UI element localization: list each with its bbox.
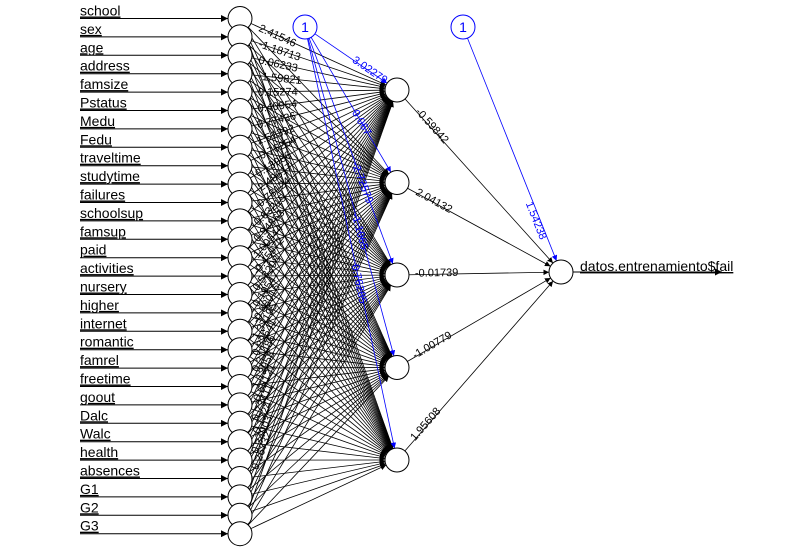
input-label: higher xyxy=(80,297,119,313)
input-label: age xyxy=(80,39,104,55)
input-label: address xyxy=(80,58,130,74)
output-bias-weight-label: 1.54238 xyxy=(523,200,549,241)
input-label: health xyxy=(80,444,118,460)
hidden-node xyxy=(385,171,409,195)
bias-weight-label: 3.02279 xyxy=(350,54,390,86)
input-label: Walc xyxy=(80,426,111,442)
input-label: absences xyxy=(80,463,140,479)
input-node xyxy=(228,522,252,546)
edge-input-hidden xyxy=(240,465,386,534)
input-label: romantic xyxy=(80,334,134,350)
input-label: school xyxy=(80,3,120,19)
hidden-node xyxy=(385,78,409,102)
input-label: activities xyxy=(80,260,134,276)
output-label: datos.entrenamiento$fail xyxy=(580,258,733,274)
bias-node-label: 1 xyxy=(459,19,467,35)
output-weight-label: 1.95608 xyxy=(408,405,443,443)
hidden-node xyxy=(385,263,409,287)
input-label: famsize xyxy=(80,76,128,92)
output-weight-label: -0.01739 xyxy=(415,267,459,280)
input-label: nursery xyxy=(80,279,127,295)
bias-node-label: 1 xyxy=(301,19,309,35)
input-label: studytime xyxy=(80,168,140,184)
input-label: freetime xyxy=(80,371,131,387)
output-weight-label: -1.00779 xyxy=(410,329,454,361)
input-label: Fedu xyxy=(80,131,112,147)
hidden-node xyxy=(385,448,409,472)
input-label: Pstatus xyxy=(80,95,127,111)
input-label: internet xyxy=(80,315,127,331)
output-node xyxy=(549,260,573,284)
hidden-node xyxy=(385,356,409,380)
input-label: failures xyxy=(80,187,125,203)
input-label: sex xyxy=(80,21,102,37)
input-label: paid xyxy=(80,242,106,258)
input-label: traveltime xyxy=(80,150,141,166)
output-weight-label: 2.04132 xyxy=(414,186,455,216)
input-weight-label: 0.15274 xyxy=(258,86,298,99)
input-label: goout xyxy=(80,389,115,405)
input-label: famrel xyxy=(80,352,119,368)
input-label: G2 xyxy=(80,499,99,515)
input-label: schoolsup xyxy=(80,205,143,221)
input-label: Dalc xyxy=(80,407,108,423)
input-label: famsup xyxy=(80,223,126,239)
input-label: G3 xyxy=(80,518,99,534)
output-weight-label: -0.59842 xyxy=(413,106,451,146)
input-label: Medu xyxy=(80,113,115,129)
input-label: G1 xyxy=(80,481,99,497)
